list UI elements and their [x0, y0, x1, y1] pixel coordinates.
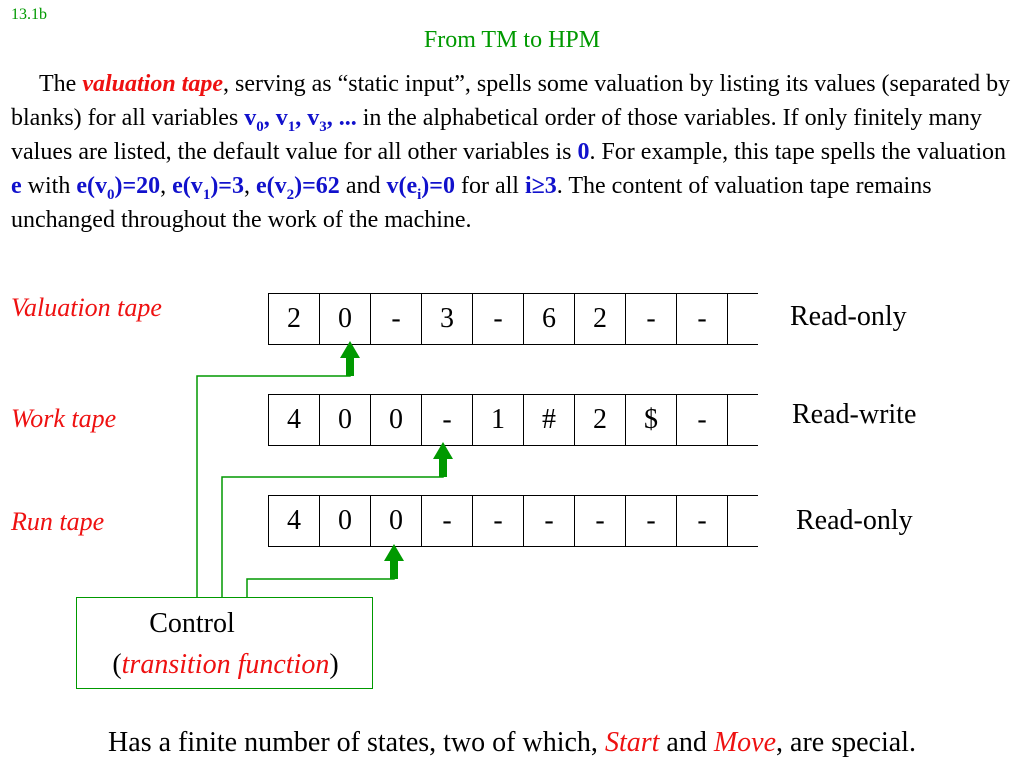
- intro-text: with: [21, 173, 77, 199]
- paren-close: ): [329, 649, 339, 680]
- intro-paragraph: The valuation tape, serving as “static i…: [11, 67, 1016, 237]
- run-tape-label: Run tape: [11, 507, 105, 536]
- intro-text: ,: [160, 173, 173, 199]
- tape-cell: -: [625, 294, 676, 344]
- tape-cell: -: [676, 496, 727, 546]
- paren-open: (: [112, 649, 122, 680]
- tape-cell: 0: [319, 496, 370, 546]
- valuation-tape-label: Valuation tape: [11, 293, 162, 322]
- valuation-head-arrow-icon: [340, 341, 360, 376]
- variables-list: v0, v1, v3, ...: [244, 105, 357, 135]
- default-value: 0: [577, 139, 590, 165]
- valuation-tape: 2 0 - 3 - 6 2 - -: [268, 293, 758, 345]
- tape-cell: [727, 496, 758, 546]
- run-head-wire: [246, 565, 395, 598]
- tape-cell: [727, 395, 758, 445]
- ev2: e(v2)=62: [255, 173, 340, 203]
- intro-text: . For example, this tape spells the valu…: [589, 139, 1007, 165]
- tape-cell: [727, 294, 758, 344]
- tape-cell: 2: [574, 294, 625, 344]
- intro-text: . The content of valuation tape remains …: [11, 173, 932, 233]
- intro-text: The: [39, 71, 83, 97]
- ev0: e(v0)=20: [76, 173, 161, 203]
- work-head-arrow-icon: [433, 442, 453, 477]
- footer-text: Has a finite number of states, two of wh…: [108, 727, 605, 758]
- intro-text: for all: [454, 173, 525, 199]
- tape-cell: 0: [370, 496, 421, 546]
- slide-number: 13.1b: [11, 6, 47, 23]
- tape-cell: 2: [574, 395, 625, 445]
- tape-cell: #: [523, 395, 574, 445]
- work-head-wire: [221, 463, 444, 598]
- tape-cell: 2: [268, 294, 319, 344]
- tape-cell: -: [676, 294, 727, 344]
- tape-cell: -: [574, 496, 625, 546]
- transition-function: transition function: [121, 649, 330, 680]
- tape-cell: -: [472, 496, 523, 546]
- valuation-tape-mode: Read-only: [790, 301, 907, 332]
- tape-cell: -: [421, 395, 472, 445]
- footer-note: Has a finite number of states, two of wh…: [0, 727, 1024, 759]
- term-valuation-tape: valuation tape: [82, 71, 223, 97]
- intro-text: ,: [243, 173, 250, 199]
- tape-cell: 3: [421, 294, 472, 344]
- tape-cell: 1: [472, 395, 523, 445]
- run-head-arrow-icon: [384, 544, 404, 579]
- tape-cell: -: [370, 294, 421, 344]
- control-title: Control: [149, 608, 235, 639]
- control-box: Control (transition function): [76, 597, 373, 689]
- tape-cell: -: [472, 294, 523, 344]
- start-state: Start: [604, 727, 660, 758]
- i-ge-3: i≥3: [524, 173, 557, 199]
- tape-cell: -: [523, 496, 574, 546]
- tape-cell: -: [676, 395, 727, 445]
- tape-cell: 0: [319, 395, 370, 445]
- footer-text: , are special.: [776, 727, 916, 758]
- valuation-e: e: [11, 173, 22, 199]
- work-tape-label: Work tape: [11, 404, 117, 433]
- valuation-head-wire: [196, 362, 351, 598]
- work-tape-mode: Read-write: [792, 399, 917, 430]
- intro-text: and: [339, 173, 387, 199]
- tape-cell: $: [625, 395, 676, 445]
- vei: v(ei)=0: [386, 173, 455, 203]
- work-tape: 4 0 0 - 1 # 2 $ -: [268, 394, 758, 446]
- control-subtitle: (transition function): [77, 649, 374, 681]
- move-state: Move: [713, 727, 777, 758]
- intro-text: , serving as “static input”, spells some…: [11, 71, 1011, 131]
- tape-cell: 0: [370, 395, 421, 445]
- run-tape: 4 0 0 - - - - - -: [268, 495, 758, 547]
- ev1: e(v1)=3: [172, 173, 244, 203]
- slide-title: From TM to HPM: [423, 27, 601, 53]
- tape-cell: -: [625, 496, 676, 546]
- tape-cell: 4: [268, 395, 319, 445]
- run-tape-mode: Read-only: [796, 505, 913, 536]
- tape-cell: 6: [523, 294, 574, 344]
- tape-cell: -: [421, 496, 472, 546]
- tape-cell: 0: [319, 294, 370, 344]
- intro-text: in the alphabetical order of those varia…: [11, 105, 982, 165]
- footer-text: and: [659, 727, 714, 758]
- tape-cell: 4: [268, 496, 319, 546]
